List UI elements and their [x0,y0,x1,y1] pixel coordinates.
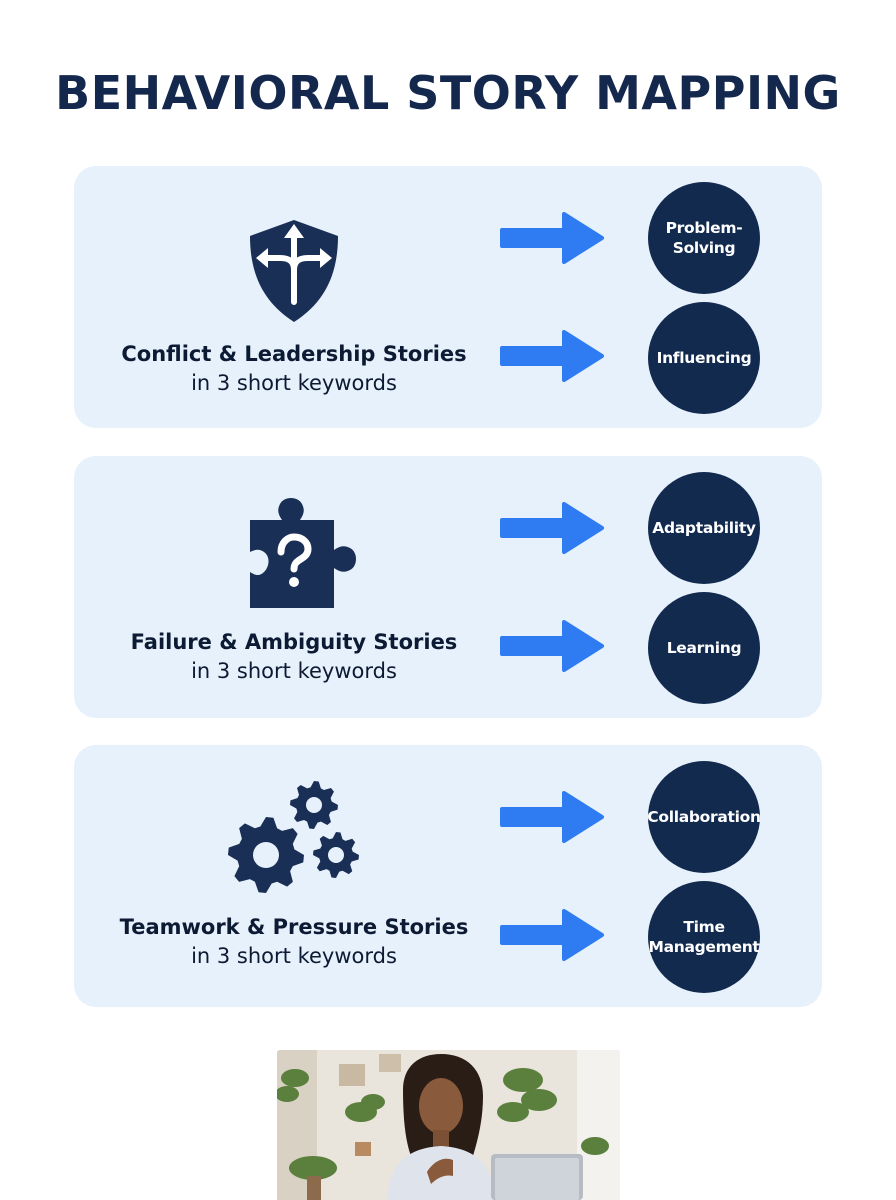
keyword-circle-collaboration: Collaboration [647,761,761,873]
section-label: Teamwork & Pressure Stories in 3 short k… [74,913,514,971]
keyword-line: Adaptability [652,519,756,537]
keyword-circle-influencing: Influencing [648,302,760,414]
keyword-circle-time-management: Time Management [648,881,760,993]
arrow-right-icon [500,620,604,672]
keyword-line: Influencing [656,349,752,367]
section-card-failure-ambiguity: Failure & Ambiguity Stories in 3 short k… [74,456,822,718]
woman-at-laptop-photo [277,1050,620,1200]
gears-icon [228,781,359,893]
arrow-right-icon [500,502,604,554]
arrow-right-icon [500,212,604,264]
arrow-right-icon [500,909,604,961]
gear-shape [313,832,359,878]
page-title: BEHAVIORAL STORY MAPPING [55,66,841,120]
puzzle-question-icon [250,498,356,608]
section-heading: Conflict & Leadership Stories [121,342,467,366]
arrow-right-icon [500,330,604,382]
section-card-teamwork-pressure: Teamwork & Pressure Stories in 3 short k… [74,745,822,1007]
section-subheading: in 3 short keywords [191,371,397,395]
keyword-circle-learning: Learning [648,592,760,704]
gear-shape [228,817,304,893]
keyword-line: Problem- [665,219,743,237]
section-subheading: in 3 short keywords [191,944,397,968]
section-label: Conflict & Leadership Stories in 3 short… [74,340,514,398]
section-card-conflict-leadership: Conflict & Leadership Stories in 3 short… [74,166,822,428]
section-label: Failure & Ambiguity Stories in 3 short k… [74,628,514,686]
keyword-line: Collaboration [647,808,761,826]
keyword-circle-adaptability: Adaptability [648,472,760,584]
shield-split-arrows-icon [250,220,338,322]
keyword-line: Solving [672,239,736,257]
section-heading: Teamwork & Pressure Stories [119,915,469,939]
keyword-line: Time [683,918,725,936]
section-subheading: in 3 short keywords [191,659,397,683]
section-heading: Failure & Ambiguity Stories [130,630,458,654]
keyword-circle-problem-solving: Problem- Solving [648,182,760,294]
keyword-line: Learning [666,639,742,657]
gear-shape [290,781,338,829]
arrow-right-icon [500,791,604,843]
keyword-line: Management [648,938,760,956]
